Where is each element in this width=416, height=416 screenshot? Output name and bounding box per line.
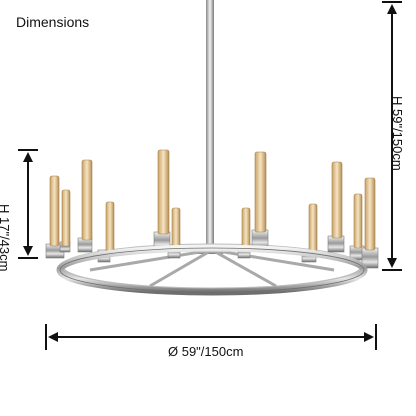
glass-candles: [49, 149, 376, 253]
height-total-dimension-label: H 59"/150cm: [390, 96, 405, 171]
width-arrow: [45, 324, 377, 350]
ring-front-edge: [59, 247, 365, 293]
candle: [157, 149, 170, 235]
candle: [105, 201, 115, 253]
ring-spokes: [89, 248, 335, 288]
candle: [49, 175, 60, 247]
width-dimension-label: Ø 59"/150cm: [168, 344, 244, 359]
height-total-arrow: [382, 1, 402, 271]
candle: [241, 207, 251, 249]
height-body-dimension-label: H 17"/43cm: [0, 204, 12, 272]
candle: [364, 177, 376, 251]
candle: [353, 193, 363, 249]
candle: [254, 151, 267, 233]
downrod: [206, 0, 214, 248]
candle: [171, 207, 181, 249]
candle: [331, 161, 343, 239]
height-body-arrow: [18, 149, 38, 259]
candle: [81, 159, 93, 241]
candle: [61, 189, 71, 247]
page-title: Dimensions: [16, 14, 90, 30]
candle: [308, 203, 318, 253]
